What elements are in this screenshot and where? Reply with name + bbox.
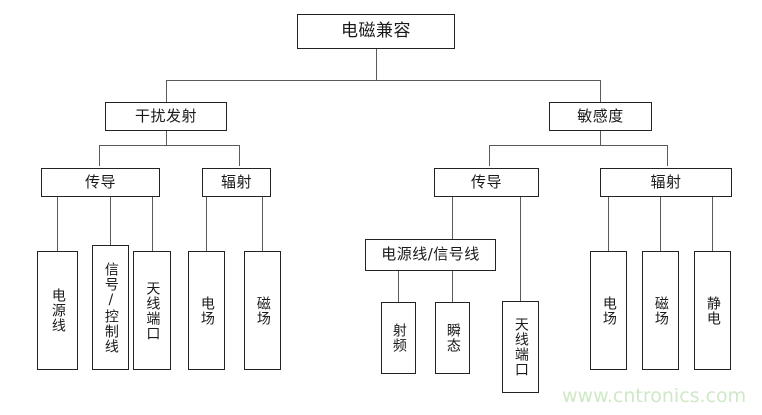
node-sus-radiated-h-field[interactable]: 磁场: [642, 251, 679, 370]
node-sus-radiated-e-field[interactable]: 电场: [590, 251, 627, 370]
connector-emcond-to-power-line: [57, 197, 58, 251]
node-label: 瞬态: [444, 323, 461, 353]
node-em-radiated-e-field[interactable]: 电场: [188, 251, 225, 370]
node-label: 电场: [600, 295, 617, 326]
connector-pwrsig-to-rf: [398, 271, 399, 302]
node-em-conducted-antenna-port[interactable]: 天线端口: [133, 251, 171, 370]
node-emission[interactable]: 干扰发射: [105, 102, 227, 131]
site-watermark: www.cntronics.com: [562, 385, 747, 407]
node-label: 干扰发射: [134, 106, 197, 125]
node-label: 敏感度: [577, 106, 624, 125]
node-root-emc[interactable]: 电磁兼容: [297, 14, 455, 49]
node-label: 辐射: [650, 172, 682, 191]
node-sus-conducted-power-signal-line[interactable]: 电源线/信号线: [365, 239, 496, 271]
connector-susceptibility-to-conducted: [489, 145, 490, 166]
connector-emrad-to-h-field: [262, 197, 263, 251]
connector-root-bus: [166, 80, 600, 81]
connector-susceptibility-to-radiated: [667, 145, 668, 166]
node-susceptibility[interactable]: 敏感度: [549, 102, 652, 131]
node-label: 射频: [390, 323, 407, 353]
connector-emcond-to-signal-line: [110, 197, 111, 245]
node-susceptibility-radiated[interactable]: 辐射: [600, 168, 732, 197]
node-label: 传导: [84, 172, 116, 191]
node-em-conducted-signal-control-line[interactable]: 信号/控制线: [92, 245, 129, 370]
connector-susrad-to-e-field: [608, 197, 609, 251]
connector-to-emission: [166, 80, 167, 102]
connector-susceptibility-stem: [600, 131, 601, 145]
connector-susrad-to-esd: [712, 197, 713, 251]
node-label: 电源线: [49, 288, 66, 333]
connector-root-stem: [376, 49, 377, 80]
node-label: 磁场: [652, 295, 669, 326]
node-sus-conducted-transient[interactable]: 瞬态: [435, 302, 470, 374]
connector-emission-stem: [166, 131, 167, 145]
node-label: 静电: [704, 295, 721, 326]
node-label: 辐射: [220, 172, 252, 191]
node-em-radiated-h-field[interactable]: 磁场: [244, 251, 281, 370]
connector-emission-to-radiated: [239, 145, 240, 166]
node-label: 电源线/信号线: [381, 245, 480, 264]
node-susceptibility-conducted[interactable]: 传导: [434, 168, 539, 197]
connector-suscond-to-antenna-port: [520, 197, 521, 301]
node-sus-conducted-antenna-port[interactable]: 天线端口: [502, 301, 539, 393]
connector-pwrsig-to-transient: [452, 271, 453, 302]
node-label: 电磁兼容: [341, 21, 411, 42]
node-label: 电场: [198, 295, 215, 326]
connector-to-susceptibility: [600, 80, 601, 102]
node-label: 信号/控制线: [102, 261, 119, 354]
node-label: 磁场: [254, 295, 271, 326]
node-label: 天线端口: [512, 317, 529, 377]
connector-emission-bus: [99, 145, 239, 146]
connector-susceptibility-bus: [489, 145, 667, 146]
connector-emcond-to-antenna-port: [152, 197, 153, 251]
node-label: 传导: [470, 172, 502, 191]
connector-suscond-to-power-signal-line: [452, 197, 453, 239]
node-sus-radiated-esd[interactable]: 静电: [694, 251, 731, 370]
node-sus-conducted-rf[interactable]: 射频: [381, 302, 416, 374]
node-label: 天线端口: [144, 280, 161, 341]
node-em-conducted-power-line[interactable]: 电源线: [37, 251, 78, 370]
node-emission-conducted[interactable]: 传导: [41, 168, 160, 197]
node-emission-radiated[interactable]: 辐射: [202, 168, 271, 197]
connector-susrad-to-h-field: [660, 197, 661, 251]
connector-emrad-to-e-field: [206, 197, 207, 251]
connector-emission-to-conducted: [99, 145, 100, 166]
